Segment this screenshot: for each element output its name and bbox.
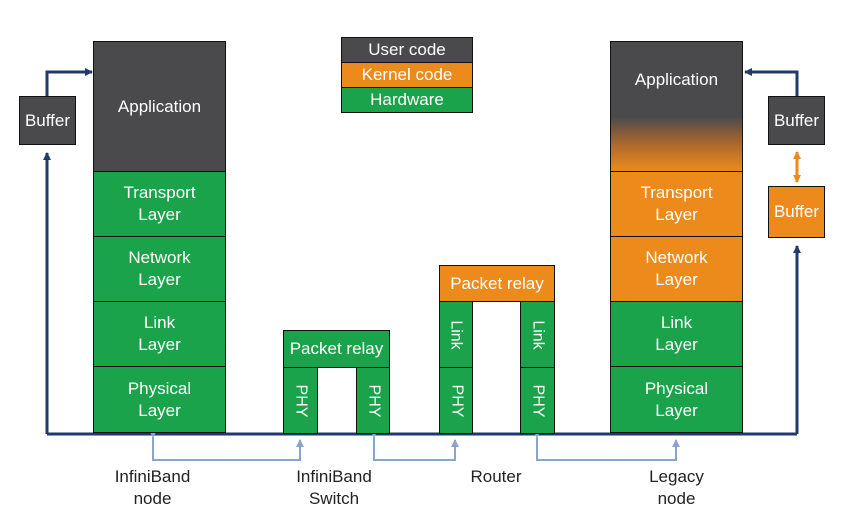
- link-node-to-switch: [149, 430, 304, 461]
- ib-physical-layer: Physical Layer: [93, 366, 226, 433]
- switch-caption: InfiniBand Switch: [296, 467, 372, 508]
- legend: User code Kernel code Hardware: [341, 37, 473, 113]
- router-phy-right: PHY: [520, 367, 555, 434]
- legend-user-code: User code: [341, 37, 473, 63]
- switch-packet-relay: Packet relay: [283, 330, 390, 368]
- router-caption: Router: [470, 467, 522, 486]
- router-packet-relay: Packet relay: [439, 265, 555, 302]
- data-path-right-app: [744, 68, 799, 96]
- legend-kernel-code: Kernel code: [341, 62, 473, 88]
- router-phy-left: PHY: [439, 367, 473, 434]
- ib-node-caption: InfiniBand node: [114, 467, 191, 508]
- legacy-application: Application: [610, 41, 743, 172]
- ib-link-layer: Link Layer: [93, 301, 226, 367]
- link-switch-to-router: [370, 430, 459, 461]
- ib-transport-layer: Transport Layer: [93, 171, 226, 237]
- data-path-left-app: [45, 68, 93, 96]
- router-link-right: Link: [520, 301, 555, 368]
- switch-phy-left: PHY: [283, 367, 318, 434]
- ib-application: Application: [93, 41, 226, 172]
- legacy-link-layer: Link Layer: [610, 301, 743, 367]
- legacy-application-label: Application: [634, 70, 719, 89]
- link-router-to-legacy: [533, 430, 680, 461]
- legend-hardware: Hardware: [341, 87, 473, 113]
- router-link-left: Link: [439, 301, 473, 368]
- legacy-physical-layer: Physical Layer: [610, 366, 743, 433]
- legacy-node-caption: Legacy node: [649, 467, 704, 508]
- legacy-kernel-buffer: Buffer: [768, 186, 825, 238]
- legacy-transport-layer: Transport Layer: [610, 171, 743, 237]
- legacy-user-buffer: Buffer: [768, 96, 825, 145]
- ib-network-layer: Network Layer: [93, 236, 226, 302]
- ib-buffer: Buffer: [19, 96, 76, 145]
- legacy-network-layer: Network Layer: [610, 236, 743, 302]
- switch-phy-right: PHY: [356, 367, 390, 434]
